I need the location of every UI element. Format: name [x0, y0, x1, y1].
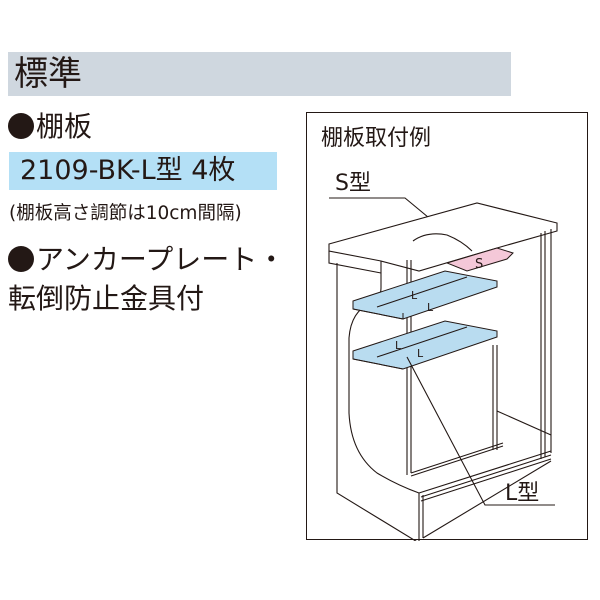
storage-shed-illustration: S L L L L — [328, 197, 558, 541]
model-text: 2109-BK-L型 4枚 — [20, 155, 236, 186]
shelves-heading: 棚板 — [8, 110, 92, 144]
anchor-heading: アンカープレート・ — [8, 243, 285, 277]
shelves-title: 棚板 — [36, 110, 93, 143]
bullet-icon — [8, 246, 34, 272]
svg-text:L: L — [395, 339, 402, 352]
label-s-type: S型 — [335, 171, 371, 196]
bullet-icon — [8, 113, 34, 139]
shelf-mark-l: L — [411, 289, 418, 302]
model-badge: 2109-BK-L型 4枚 — [9, 152, 277, 190]
shelf-install-diagram: 棚板取付例 S型 L型 — [306, 112, 588, 541]
svg-text:L: L — [427, 301, 434, 314]
header-title: 標準 — [14, 54, 82, 94]
svg-text:L: L — [417, 347, 424, 360]
diagram-title: 棚板取付例 — [321, 126, 432, 151]
header-bar: 標準 — [8, 52, 511, 96]
shelf-adjust-note: (棚板高さ調節は10cm間隔) — [9, 203, 242, 224]
anchor-heading-line2: 転倒防止金具付 — [8, 282, 205, 315]
shelf-mark-s: S — [475, 257, 483, 272]
anchor-title-line1: アンカープレート・ — [36, 243, 286, 276]
